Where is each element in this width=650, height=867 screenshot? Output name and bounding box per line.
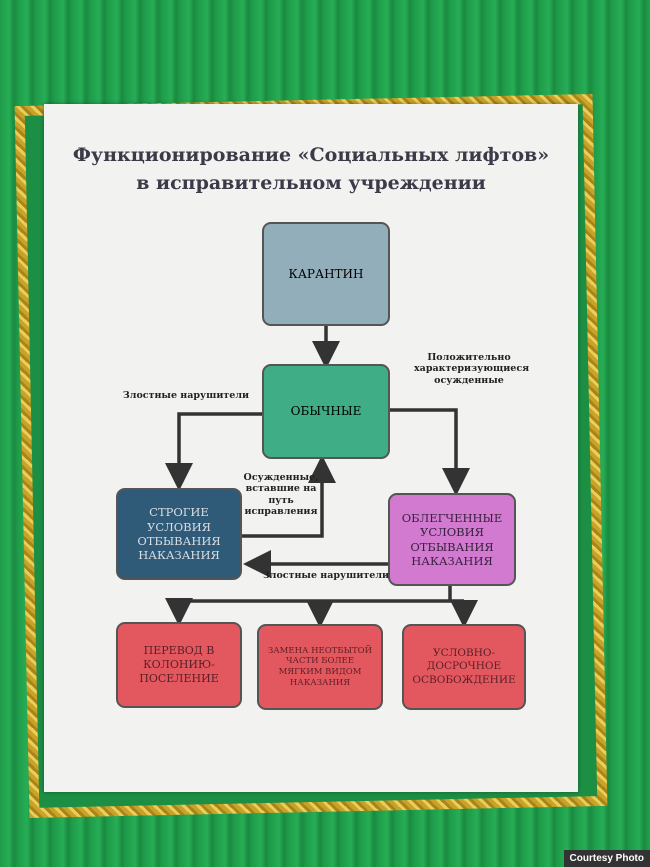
node-lightened: ОБЛЕГЧЕННЫЕ УСЛОВИЯ ОТБЫВАНИЯ НАКАЗАНИЯ — [388, 493, 516, 586]
poster-title-line2: в исправительном учреждении — [136, 172, 486, 194]
node-replacement-label: ЗАМЕНА НЕОТБЫТОЙ ЧАСТИ БОЛЕЕ МЯГКИМ ВИДО… — [267, 645, 373, 688]
node-transfer-label: ПЕРЕВОД В КОЛОНИЮ-ПОСЕЛЕНИЕ — [139, 644, 219, 685]
label-reformed: Осужденные, вставшие на путь исправления — [243, 472, 319, 518]
node-parole-label: УСЛОВНО-ДОСРОЧНОЕ ОСВОБОЖДЕНИЕ — [412, 647, 516, 686]
node-strict-label: СТРОГИЕ УСЛОВИЯ ОТБЫВАНИЯ НАКАЗАНИЯ — [137, 505, 221, 563]
label-positive: Положительно характеризующиеся осужденны… — [414, 352, 530, 386]
node-ordinary-label: ОБЫЧНЫЕ — [290, 404, 362, 418]
node-ordinary: ОБЫЧНЫЕ — [262, 364, 390, 459]
node-lightened-label: ОБЛЕГЧЕННЫЕ УСЛОВИЯ ОТБЫВАНИЯ НАКАЗАНИЯ — [401, 510, 503, 568]
arrow-ordinary-to-strict — [165, 412, 262, 491]
arrow-strict-to-ordinary — [242, 455, 336, 538]
node-quarantine-label: КАРАНТИН — [288, 266, 364, 281]
node-replacement: ЗАМЕНА НЕОТБЫТОЙ ЧАСТИ БОЛЕЕ МЯГКИМ ВИДО… — [257, 624, 383, 710]
photo-credit: Courtesy Photo — [563, 850, 650, 867]
arrow-ordinary-to-lightened — [390, 408, 470, 496]
node-strict: СТРОГИЕ УСЛОВИЯ ОТБЫВАНИЯ НАКАЗАНИЯ — [116, 488, 242, 580]
node-quarantine: КАРАНТИН — [262, 222, 390, 326]
poster-title-line1: Функционирование «Социальных лифтов» — [72, 144, 550, 166]
node-parole: УСЛОВНО-ДОСРОЧНОЕ ОСВОБОЖДЕНИЕ — [402, 624, 526, 710]
poster-sheet: Функционирование «Социальных лифтов» в и… — [44, 104, 578, 792]
label-malicious-bottom: Злостные нарушители — [262, 570, 390, 581]
node-transfer: ПЕРЕВОД В КОЛОНИЮ-ПОСЕЛЕНИЕ — [116, 622, 242, 708]
flow-arrows — [165, 326, 478, 628]
label-malicious-left: Злостные нарушители — [122, 390, 250, 401]
